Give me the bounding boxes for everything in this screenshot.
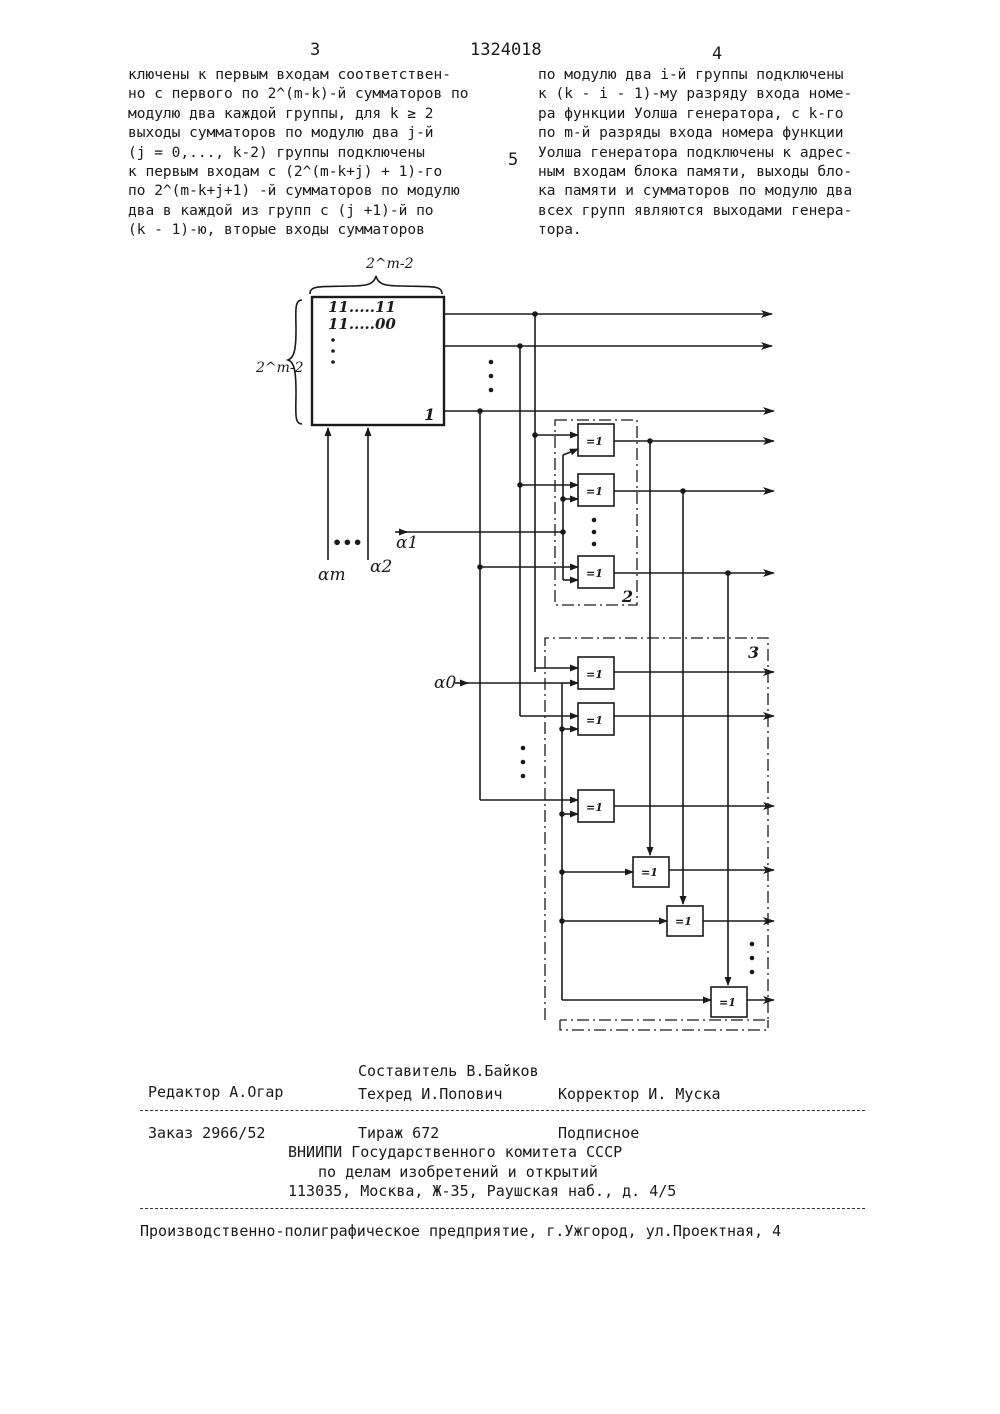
input-ellipsis: ••• <box>332 533 363 552</box>
xor-label: =1 <box>586 435 603 448</box>
memory-row-1: 11.....11 <box>328 298 396 316</box>
divider <box>140 1208 865 1209</box>
compiler: Составитель В.Байков <box>358 1062 539 1080</box>
group-3-number: 3 <box>748 643 759 662</box>
circulation: Тираж 672 <box>358 1124 439 1142</box>
group-2-number: 2 <box>621 587 633 606</box>
ellipsis-dots <box>331 338 754 974</box>
divider <box>140 1110 865 1111</box>
xor-label: =1 <box>586 485 603 498</box>
top-brace <box>310 276 442 294</box>
circuit-diagram: 2^m-2 2^m-2 11.....11 11.....00 1 2 3 α1… <box>0 0 1000 1050</box>
techred: Техред И.Попович <box>358 1085 503 1103</box>
input-alpha1: α1 <box>396 533 418 553</box>
input-alpham: αm <box>318 565 346 585</box>
xor-label: =1 <box>586 567 603 580</box>
xor-label: =1 <box>675 915 692 928</box>
input-alpha2: α2 <box>370 557 392 577</box>
subscription: Подписное <box>558 1124 639 1142</box>
organization-line-2: по делам изобретений и открытий <box>318 1163 598 1181</box>
corrector: Корректор И. Муска <box>558 1085 721 1103</box>
xor-label: =1 <box>641 866 658 879</box>
xor-label: =1 <box>586 668 603 681</box>
side-brace-label: 2^m-2 <box>255 360 304 376</box>
xor-label: =1 <box>586 714 603 727</box>
input-alpha0: α0 <box>434 673 456 693</box>
top-brace-label: 2^m-2 <box>365 256 414 272</box>
xor-label: =1 <box>586 801 603 814</box>
xor-labels: =1 =1 =1 =1 =1 =1 =1 =1 =1 <box>586 435 736 1009</box>
editor: Редактор А.Огар <box>148 1083 283 1101</box>
printer: Производственно-полиграфическое предприя… <box>140 1222 781 1240</box>
memory-block-number: 1 <box>424 405 435 424</box>
memory-row-2: 11.....00 <box>328 315 396 333</box>
group-3-frame <box>545 638 768 1020</box>
organization-line-1: ВНИИПИ Государственного комитета СССР <box>288 1143 622 1161</box>
xor-label: =1 <box>719 996 736 1009</box>
address: 113035, Москва, Ж-35, Раушская наб., д. … <box>288 1182 676 1200</box>
junctions <box>477 311 731 924</box>
order: Заказ 2966/52 <box>148 1124 265 1142</box>
